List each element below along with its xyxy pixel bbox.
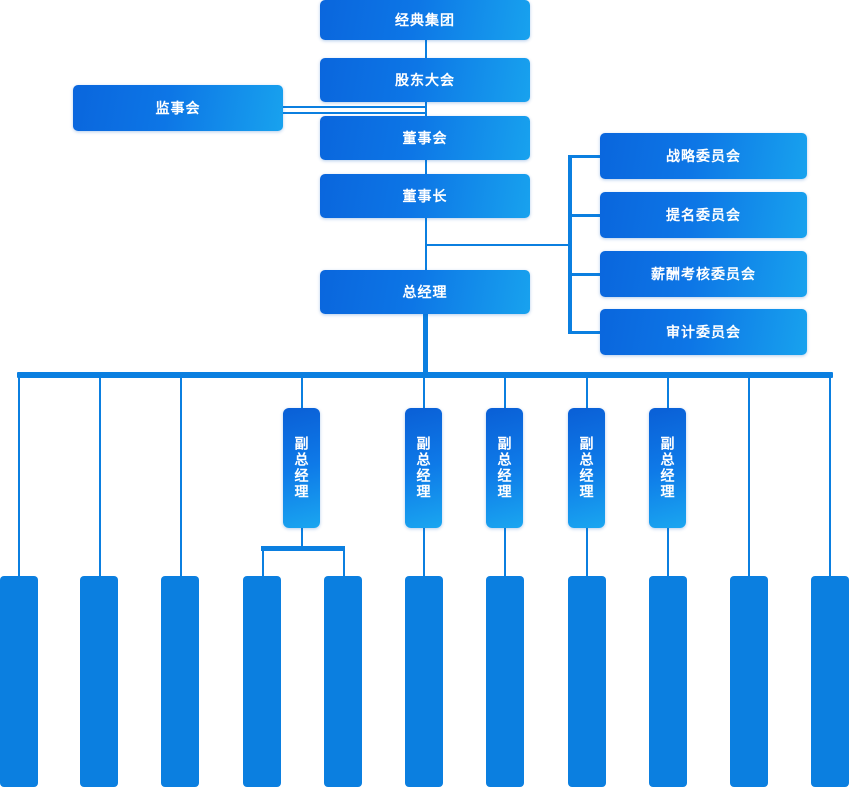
deputy-2-down: [423, 528, 425, 576]
connector-chairman-to-gm: [425, 218, 427, 270]
node-deputy-general-manager-3[interactable]: 副总经理: [486, 408, 523, 528]
node-committee-compensation[interactable]: 薪酬考核委员会: [600, 251, 807, 297]
connector-bracket-to-committee-3: [568, 273, 602, 276]
deputy-5-down: [667, 528, 669, 576]
node-department-11[interactable]: [811, 576, 849, 787]
node-chairman[interactable]: 董事长: [320, 174, 530, 218]
node-department-8[interactable]: [568, 576, 606, 787]
deputy-1-branch-right: [343, 549, 345, 576]
bus-drop-10: [829, 378, 831, 576]
deputy-4-down: [586, 528, 588, 576]
deputy-1-split-bar: [261, 546, 345, 551]
node-board-of-directors[interactable]: 董事会: [320, 116, 530, 160]
committee-bracket-spine: [568, 155, 572, 333]
deputy-1-down: [301, 528, 303, 547]
node-deputy-general-manager-4[interactable]: 副总经理: [568, 408, 605, 528]
node-deputy-general-manager-3-label: 副总经理: [496, 436, 513, 500]
connector-bracket-to-committee-2: [568, 214, 602, 217]
connector-board-to-committee-bracket: [427, 244, 570, 246]
node-deputy-general-manager-5[interactable]: 副总经理: [649, 408, 686, 528]
node-committee-strategy-label: 战略委员会: [666, 148, 741, 164]
node-department-2[interactable]: [80, 576, 118, 787]
bus-drop-7: [586, 378, 588, 410]
connector-supervisory-to-spine: [281, 106, 427, 108]
node-committee-compensation-label: 薪酬考核委员会: [651, 266, 756, 282]
node-department-4[interactable]: [243, 576, 281, 787]
deputy-3-down: [504, 528, 506, 576]
node-deputy-general-manager-4-label: 副总经理: [578, 436, 595, 500]
node-deputy-general-manager-1[interactable]: 副总经理: [283, 408, 320, 528]
node-deputy-general-manager-1-label: 副总经理: [293, 436, 310, 500]
node-shareholders-meeting-label: 股东大会: [395, 72, 455, 88]
bus-drop-8: [667, 378, 669, 410]
node-committee-strategy[interactable]: 战略委员会: [600, 133, 807, 179]
node-department-1[interactable]: [0, 576, 38, 787]
node-committee-audit[interactable]: 审计委员会: [600, 309, 807, 355]
connector-supervisory-to-spine-b: [281, 112, 427, 114]
node-department-10[interactable]: [730, 576, 768, 787]
bus-drop-2: [99, 378, 101, 576]
node-board-of-directors-label: 董事会: [402, 130, 448, 146]
node-department-6[interactable]: [405, 576, 443, 787]
connector-bracket-to-committee-4: [568, 331, 602, 334]
connector-group-to-shareholders: [425, 40, 427, 58]
connector-bracket-to-committee-1: [568, 155, 602, 158]
node-chairman-label: 董事长: [402, 188, 448, 204]
bus-drop-5: [423, 378, 425, 410]
bus-drop-9: [748, 378, 750, 576]
node-deputy-general-manager-5-label: 副总经理: [659, 436, 676, 500]
node-supervisory-board[interactable]: 监事会: [73, 85, 283, 131]
node-department-7[interactable]: [486, 576, 524, 787]
node-department-9[interactable]: [649, 576, 687, 787]
connector-board-to-chairman: [425, 160, 427, 174]
node-general-manager-label: 总经理: [402, 284, 448, 300]
connector-shareholders-to-board: [425, 102, 427, 116]
bus-drop-4: [301, 378, 303, 410]
node-committee-nomination-label: 提名委员会: [666, 207, 741, 223]
deputy-1-branch-left: [262, 549, 264, 576]
node-deputy-general-manager-2[interactable]: 副总经理: [405, 408, 442, 528]
department-distribution-bus: [17, 372, 833, 378]
bus-drop-6: [504, 378, 506, 410]
node-supervisory-board-label: 监事会: [155, 100, 201, 116]
node-shareholders-meeting[interactable]: 股东大会: [320, 58, 530, 102]
node-department-5[interactable]: [324, 576, 362, 787]
node-group[interactable]: 经典集团: [320, 0, 530, 40]
bus-drop-1: [18, 378, 20, 576]
bus-drop-3: [180, 378, 182, 576]
node-deputy-general-manager-2-label: 副总经理: [415, 436, 432, 500]
node-general-manager[interactable]: 总经理: [320, 270, 530, 314]
node-group-label: 经典集团: [395, 12, 455, 28]
node-department-3[interactable]: [161, 576, 199, 787]
connector-gm-to-bus: [423, 314, 428, 374]
node-committee-nomination[interactable]: 提名委员会: [600, 192, 807, 238]
node-committee-audit-label: 审计委员会: [666, 324, 741, 340]
